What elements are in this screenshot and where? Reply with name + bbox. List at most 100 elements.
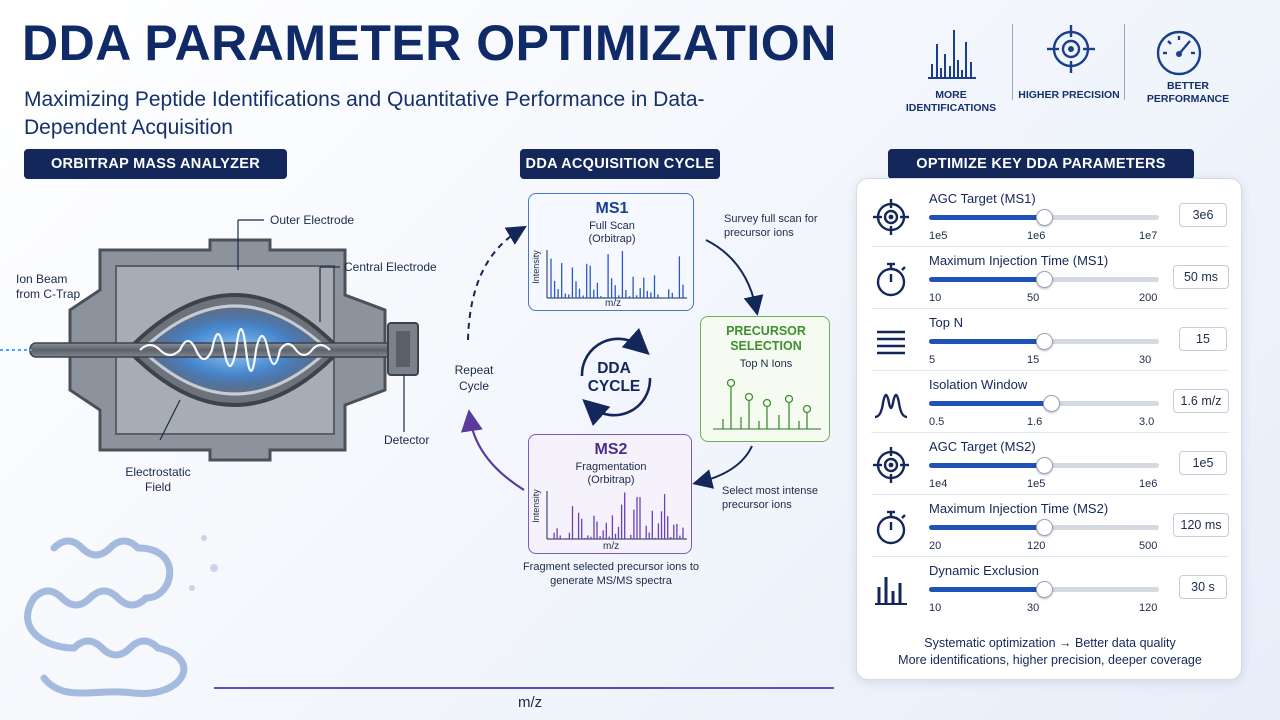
param-value-field[interactable]: 1e5	[1179, 451, 1227, 475]
param-row: Maximum Injection Time (MS1) 10 50 200 50 ms	[857, 247, 1243, 309]
param-slider[interactable]	[929, 395, 1159, 412]
footer-line-2: More identifications, higher precision, …	[898, 653, 1202, 667]
divider	[871, 308, 1229, 309]
dda-cycle-center: DDA CYCLE	[587, 360, 641, 395]
benefit-label: BETTER PERFORMANCE	[1146, 80, 1230, 105]
param-slider[interactable]	[929, 519, 1159, 536]
background-spectrum	[214, 534, 834, 689]
footer-line-1: Systematic optimization → Better data qu…	[924, 636, 1176, 650]
param-value-field[interactable]: 30 s	[1179, 575, 1227, 599]
slider-mid: 1e5	[1027, 478, 1046, 490]
slider-min: 5	[929, 354, 936, 366]
slider-handle[interactable]	[1036, 519, 1053, 536]
detector-label: Detector	[384, 433, 430, 447]
param-slider[interactable]	[929, 209, 1159, 226]
param-slider[interactable]	[929, 457, 1159, 474]
slider-mid: 50	[1027, 292, 1040, 304]
param-value-field[interactable]: 120 ms	[1173, 513, 1229, 537]
param-name: Maximum Injection Time (MS1)	[929, 253, 1109, 268]
ms1-note: Survey full scan for precursor ions	[724, 213, 818, 239]
section-header-orbitrap: ORBITRAP MASS ANALYZER	[24, 149, 287, 179]
ms2-note: Fragment selected precursor ions to gene…	[522, 561, 700, 587]
slider-fill	[929, 215, 1044, 220]
benefits-bar: MORE IDENTIFICATIONS HIGHER PRECISION BE…	[890, 18, 1240, 114]
gauge-icon	[1156, 30, 1202, 76]
ms2-title: MS2	[594, 441, 628, 458]
param-value-field[interactable]: 15	[1179, 327, 1227, 351]
slider-max: 30	[1139, 354, 1152, 366]
slider-max: 1e6	[1139, 478, 1158, 490]
divider	[871, 556, 1229, 557]
panel-footer: Systematic optimization → Better data qu…	[857, 635, 1243, 669]
slider-mid: 1e6	[1027, 230, 1046, 242]
divider	[871, 432, 1229, 433]
param-value-field[interactable]: 1.6 m/z	[1173, 389, 1229, 413]
precursor-subtitle: Top N Ions	[739, 358, 793, 370]
param-value-field[interactable]: 50 ms	[1173, 265, 1229, 289]
cycle-arrows	[460, 225, 764, 491]
param-row: AGC Target (MS2) 1e4 1e5 1e6 1e5	[857, 433, 1243, 495]
slider-max: 120	[1139, 602, 1158, 614]
slider-max: 500	[1139, 540, 1158, 552]
slider-handle[interactable]	[1042, 395, 1060, 412]
ms2-card: MS2 Fragmentation (Orbitrap) Intensity m…	[528, 434, 692, 554]
param-name: AGC Target (MS1)	[929, 191, 1036, 206]
slider-min: 0.5	[929, 416, 945, 428]
param-value-field[interactable]: 3e6	[1179, 203, 1227, 227]
param-slider[interactable]	[929, 333, 1159, 350]
slider-handle[interactable]	[1036, 271, 1053, 288]
outer-electrode-label: Outer Electrode	[270, 213, 355, 227]
param-slider[interactable]	[929, 581, 1159, 598]
target-icon	[1047, 25, 1095, 73]
slider-max: 200	[1139, 292, 1158, 304]
slider-mid: 30	[1027, 602, 1040, 614]
stopwatch-icon	[871, 507, 911, 547]
slider-max: 3.0	[1139, 416, 1155, 428]
ion-beam-label: Ion Beam from C-Trap	[16, 272, 81, 301]
spectrum-icon	[928, 30, 976, 79]
param-slider[interactable]	[929, 271, 1159, 288]
slider-min: 1e4	[929, 478, 948, 490]
param-name: Top N	[929, 315, 963, 330]
ms1-x-label: m/z	[605, 298, 622, 309]
slider-fill	[929, 401, 1051, 406]
target-icon	[871, 445, 911, 485]
ms2-subtitle: Fragmentation (Orbitrap)	[575, 461, 647, 486]
ms1-spectrum	[546, 250, 687, 299]
slider-mid: 120	[1027, 540, 1046, 552]
param-name: AGC Target (MS2)	[929, 439, 1036, 454]
stopwatch-icon	[871, 259, 911, 299]
divider	[871, 246, 1229, 247]
page-subtitle: Maximizing Peptide Identifications and Q…	[24, 88, 705, 139]
slider-handle[interactable]	[1036, 581, 1053, 598]
ms1-subtitle: Full Scan (Orbitrap)	[588, 220, 636, 245]
bar-chart-icon	[871, 569, 911, 609]
precursor-spectrum	[713, 378, 821, 430]
precursor-title: PRECURSOR SELECTION	[726, 324, 806, 353]
ms1-title: MS1	[595, 200, 629, 217]
param-name: Isolation Window	[929, 377, 1028, 392]
precursor-card: PRECURSOR SELECTION Top N Ions	[700, 316, 830, 442]
slider-handle[interactable]	[1036, 333, 1053, 350]
target-icon	[871, 197, 911, 237]
slider-fill	[929, 339, 1044, 344]
slider-min: 10	[929, 292, 942, 304]
precursor-note: Select most intense precursor ions	[722, 485, 818, 511]
section-header-cycle: DDA ACQUISITION CYCLE	[520, 149, 720, 179]
slider-handle[interactable]	[1036, 457, 1053, 474]
slider-max: 1e7	[1139, 230, 1158, 242]
protein-structure-icon	[24, 535, 218, 697]
param-name: Maximum Injection Time (MS2)	[929, 501, 1109, 516]
slider-fill	[929, 463, 1044, 468]
ms1-card: MS1 Full Scan (Orbitrap) Intensity m/z	[528, 193, 694, 311]
slider-min: 10	[929, 602, 942, 614]
benefit-label: HIGHER PRECISION	[1018, 89, 1120, 101]
slider-handle[interactable]	[1036, 209, 1053, 226]
page-title: DDA PARAMETER OPTIMIZATION	[22, 15, 837, 71]
ms2-x-label: m/z	[603, 541, 620, 552]
